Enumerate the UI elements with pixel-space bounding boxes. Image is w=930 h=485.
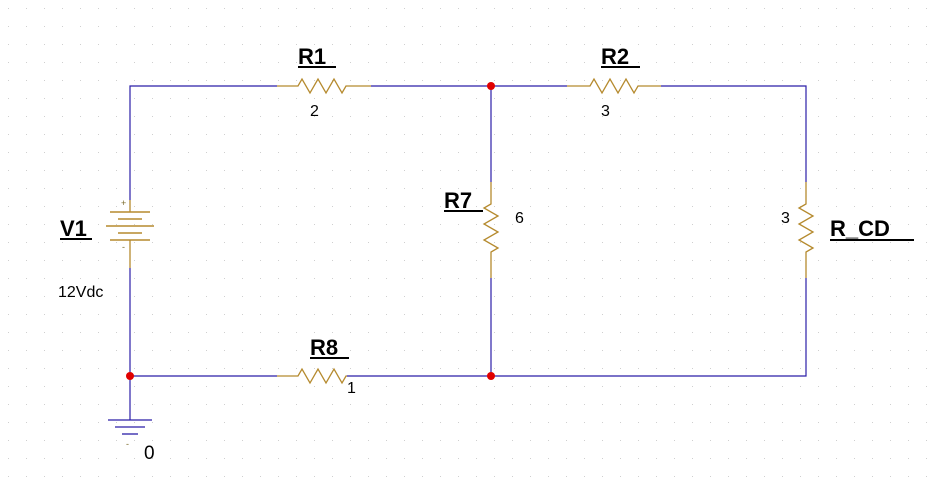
ground-symbol[interactable]: - 0: [108, 419, 155, 464]
r-cd-value: 3: [781, 210, 790, 227]
v1-value: 12Vdc: [58, 284, 103, 301]
resistor-r7[interactable]: R7 6: [444, 182, 524, 278]
resistor-r1[interactable]: R1 2: [277, 44, 371, 120]
r7-ref-label: R7: [444, 188, 472, 213]
voltage-source-v1[interactable]: + - V1 12Vdc: [58, 198, 154, 301]
junction-nodes: [126, 82, 495, 380]
v1-plus-sign: +: [121, 198, 126, 208]
ground-label: 0: [144, 443, 155, 464]
r8-ref-label: R8: [310, 335, 338, 360]
ground-minus-sign: -: [126, 439, 129, 449]
wire-r2-to-right[interactable]: [661, 85, 807, 182]
resistor-r8[interactable]: R8 1: [277, 335, 356, 397]
node-top-middle[interactable]: [487, 82, 495, 90]
resistor-r2[interactable]: R2 3: [567, 44, 661, 120]
r1-ref-label: R1: [298, 44, 326, 69]
v1-ref-label: V1: [60, 216, 87, 241]
r8-value: 1: [347, 380, 356, 397]
r-cd-ref-label: R_CD: [830, 216, 890, 241]
resistor-r-cd[interactable]: R_CD 3: [781, 182, 914, 278]
node-bottom-left[interactable]: [126, 372, 134, 380]
node-bottom-middle[interactable]: [487, 372, 495, 380]
r2-ref-label: R2: [601, 44, 629, 69]
wire-left-top[interactable]: [129, 85, 277, 200]
wires: [129, 85, 807, 420]
r2-value: 3: [601, 103, 610, 120]
v1-minus-sign: -: [122, 242, 125, 252]
wire-rcd-to-bottom[interactable]: [347, 278, 807, 377]
r1-value: 2: [310, 103, 319, 120]
r7-value: 6: [515, 210, 524, 227]
